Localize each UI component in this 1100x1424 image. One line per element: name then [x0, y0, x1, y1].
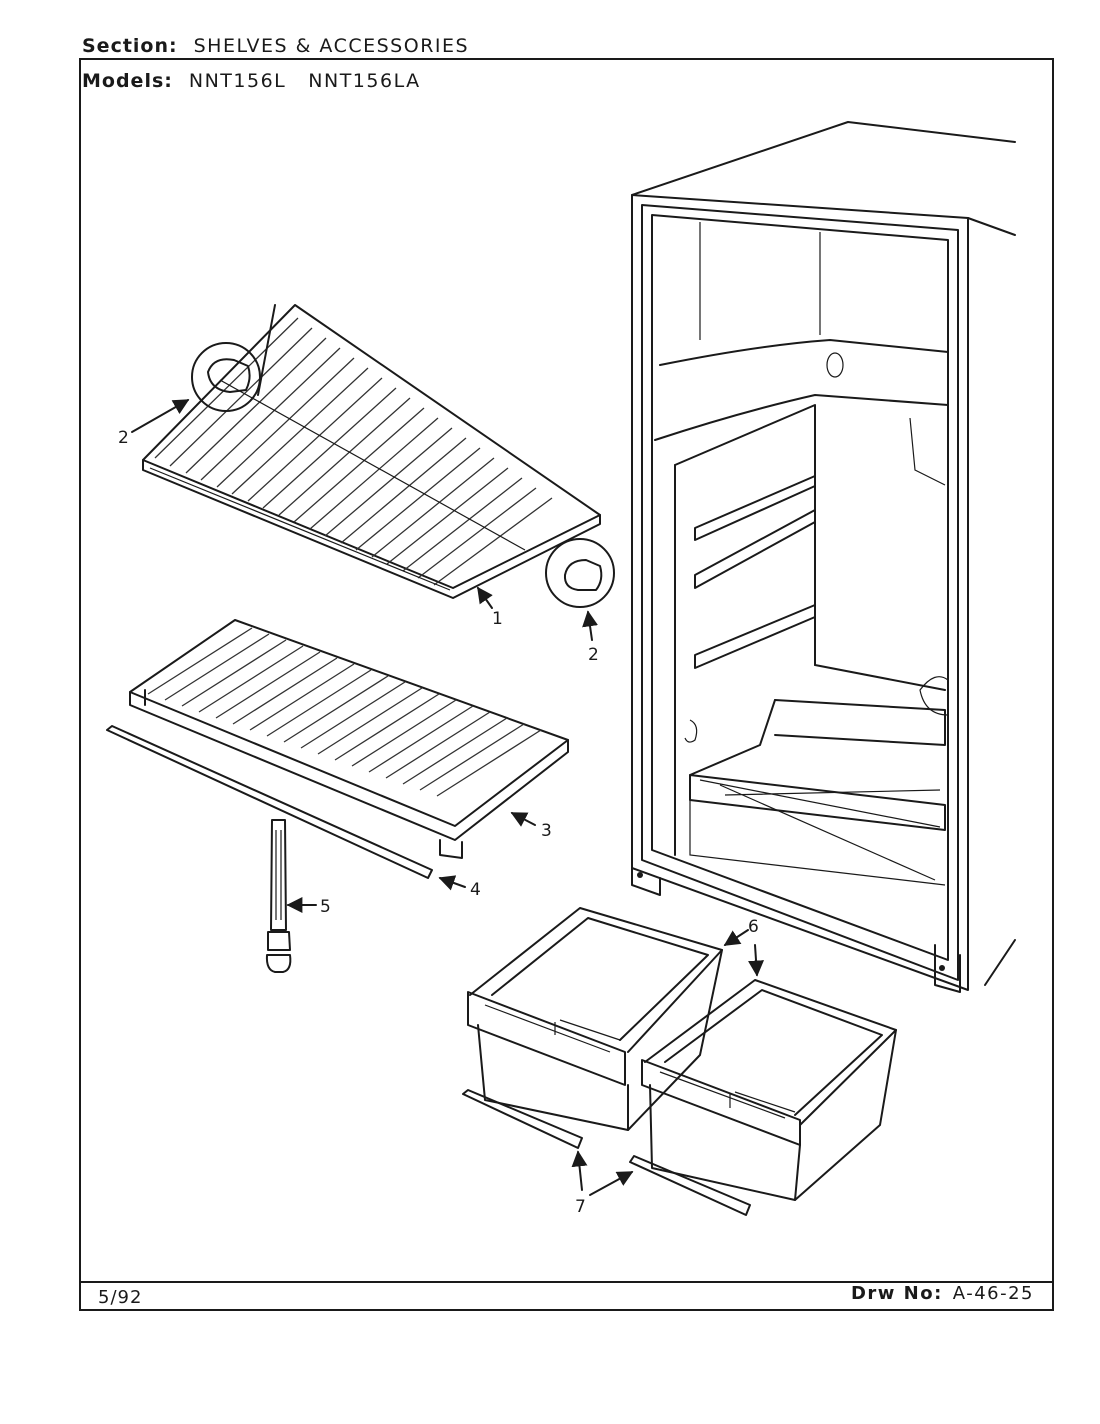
- callout-4: 4: [470, 880, 481, 900]
- shelf-trim: [106, 725, 433, 879]
- glass-shelf: [129, 619, 569, 859]
- revision-date: 5/92: [98, 1287, 143, 1308]
- callout-2-upper: 2: [118, 428, 129, 448]
- leader-lines: [131, 399, 765, 1196]
- drawing-number: Drw No: A-46-25: [851, 1283, 1034, 1304]
- control-stem: [265, 819, 292, 973]
- model-number-2: NNT156LA: [308, 70, 421, 92]
- callout-6: 6: [748, 917, 759, 937]
- section-value: SHELVES & ACCESSORIES: [193, 35, 470, 57]
- section-heading: Section: SHELVES & ACCESSORIES: [82, 35, 491, 57]
- drawing-number-label: Drw No:: [850, 1283, 943, 1304]
- callout-5: 5: [320, 897, 331, 917]
- crisper-pan-left: [467, 907, 723, 1131]
- callout-2-lower: 2: [588, 645, 599, 665]
- callout-3: 3: [541, 821, 552, 841]
- shelf-stop-upper: [191, 304, 276, 412]
- callout-1: 1: [492, 609, 503, 629]
- refrigerator-cabinet: [631, 121, 1016, 993]
- crisper-handle-right: [629, 1155, 751, 1216]
- model-number-1: NNT156L: [188, 70, 287, 92]
- wire-shelf: [142, 304, 601, 599]
- drawing-frame: [79, 58, 1054, 1311]
- models-label: Models:: [82, 70, 173, 92]
- footer-divider: [79, 1281, 1054, 1283]
- section-label: Section:: [82, 35, 178, 57]
- callout-7: 7: [575, 1197, 586, 1217]
- drawing-number-value: A-46-25: [952, 1283, 1034, 1304]
- models-heading: Models: NNT156L NNT156LA: [82, 70, 443, 92]
- crisper-handle-left: [462, 1089, 583, 1149]
- shelf-stop-lower: [545, 538, 615, 608]
- crisper-pan-right: [641, 979, 897, 1201]
